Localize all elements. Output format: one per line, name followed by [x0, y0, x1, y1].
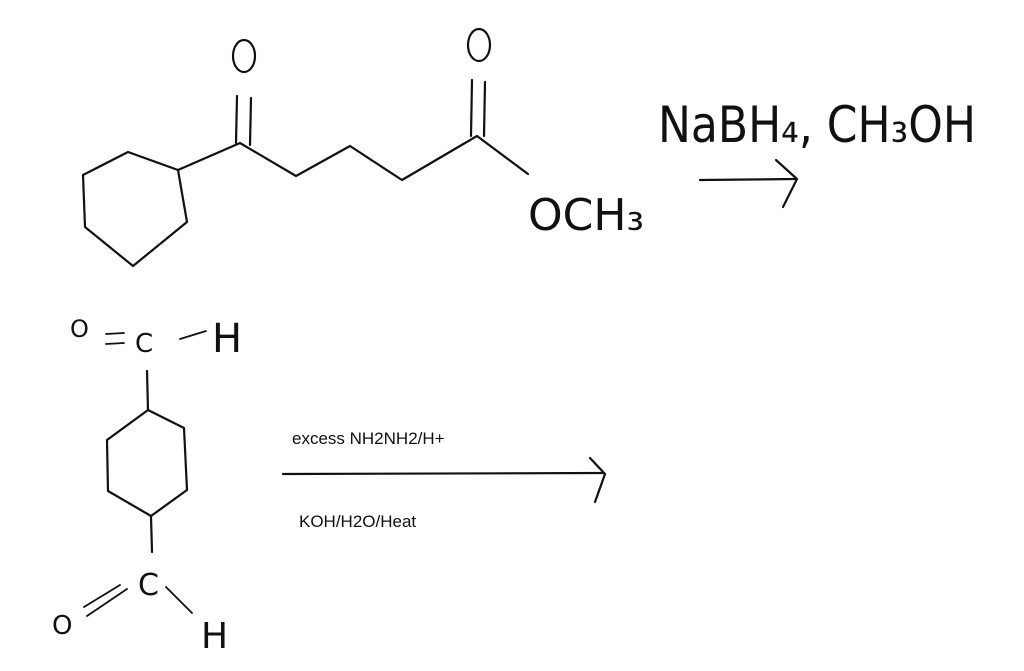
top-ring-bond — [145, 369, 150, 412]
ketone-double-bond-a — [234, 94, 239, 145]
ketone-double-bond-b — [248, 96, 253, 147]
top-oxygen: O — [70, 315, 89, 343]
ester-double-bond-a — [469, 78, 474, 138]
bottom-ring-bond — [149, 514, 154, 554]
bottom-ch-bond — [165, 586, 193, 614]
top-hydrogen: H — [212, 316, 242, 362]
ester-methoxy-label: OCH₃ — [528, 190, 644, 241]
reaction-arrow-1-head — [774, 158, 799, 209]
top-ch-bond — [179, 330, 207, 340]
ester-oxygen — [466, 27, 492, 63]
reagents-label-2-top: excess NH2NH2/H+ — [292, 429, 445, 448]
reaction-arrow-2-head — [588, 456, 607, 504]
top-double-bond-a — [105, 332, 125, 335]
bottom-oxygen: O — [52, 611, 72, 641]
bottom-hydrogen: H — [201, 616, 228, 657]
top-double-bond-b — [105, 342, 125, 345]
ketone-oxygen — [231, 38, 257, 74]
reaction-arrow-1-shaft — [698, 177, 798, 182]
central-ring — [105, 408, 189, 518]
carbon-chain — [176, 134, 530, 182]
reaction-1: OCH₃ NaBH₄, CH₃OH — [81, 27, 976, 268]
cyclohexane-ring — [81, 150, 189, 268]
reaction-arrow-2-shaft — [281, 471, 606, 476]
top-carbon: C — [135, 329, 153, 359]
reaction-2: O C H C O H excess NH2NH2/H+ KOH/H2O/Hea… — [52, 315, 607, 657]
bottom-double-bond-b — [83, 584, 121, 608]
ester-double-bond-b — [482, 80, 487, 138]
bottom-carbon: C — [138, 568, 159, 603]
bottom-double-bond-a — [86, 588, 128, 617]
reagents-label-2-bottom: KOH/H2O/Heat — [299, 512, 416, 531]
reagents-label-1: NaBH₄, CH₃OH — [658, 96, 976, 154]
